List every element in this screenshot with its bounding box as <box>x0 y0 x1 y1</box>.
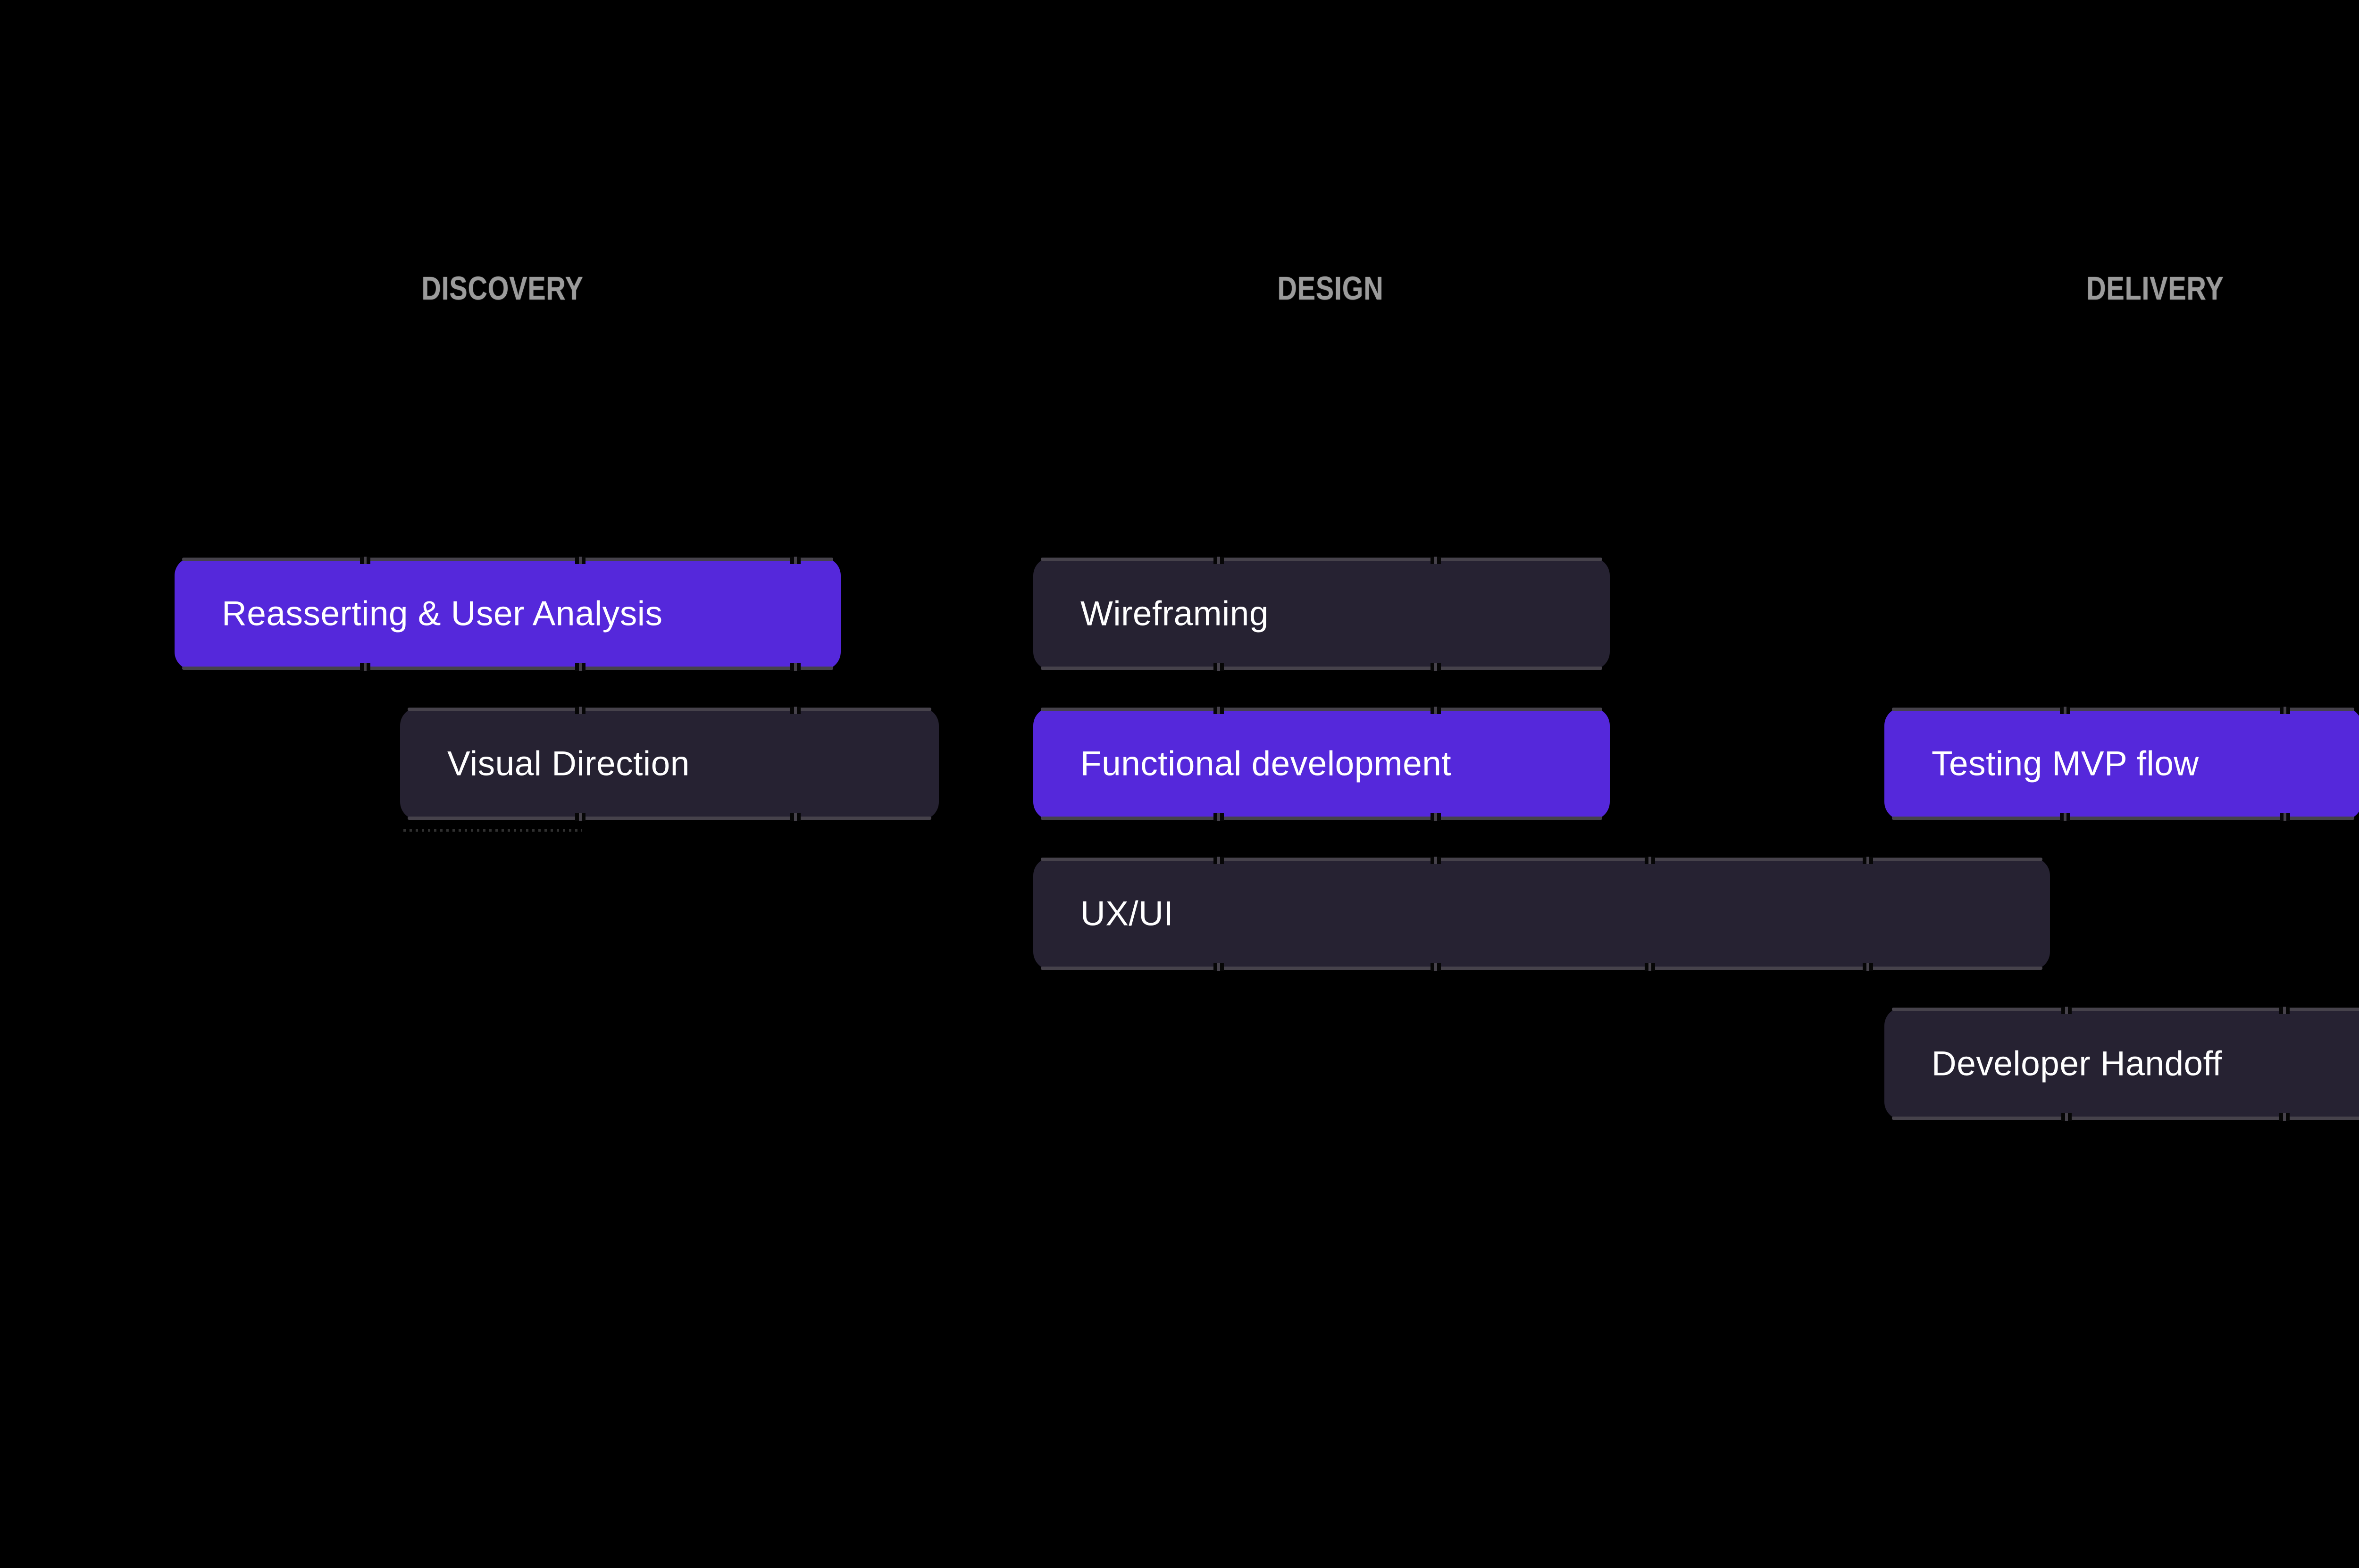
cell-boundary-notch <box>1213 813 1224 821</box>
bar-top-edge <box>408 708 931 711</box>
cell-boundary-notch <box>1863 857 1873 864</box>
task-label: Reasserting & User Analysis <box>222 594 663 633</box>
bar-bottom-edge <box>1892 1117 2359 1120</box>
bar-top-edge <box>1041 558 1602 561</box>
cell-boundary-notch <box>2060 707 2070 714</box>
cell-boundary-notch <box>2279 1113 2290 1121</box>
cell-boundary-notch <box>790 663 801 671</box>
phase-header-design: DESIGN <box>1277 270 1384 307</box>
cell-boundary-notch <box>1213 963 1224 971</box>
cell-boundary-notch <box>1430 963 1441 971</box>
cell-boundary-notch <box>1430 663 1441 671</box>
task-label: UX/UI <box>1080 894 1174 933</box>
task-bar[interactable]: Visual Direction <box>400 707 939 821</box>
task-bar[interactable]: Developer Handoff <box>1884 1007 2359 1121</box>
cell-boundary-notch <box>790 557 801 564</box>
cell-boundary-notch <box>575 663 586 671</box>
bar-bottom-edge <box>1041 667 1602 670</box>
cell-boundary-notch <box>1430 813 1441 821</box>
cell-boundary-notch <box>1213 557 1224 564</box>
bar-bottom-edge <box>1041 967 2042 970</box>
cell-boundary-notch <box>1213 707 1224 714</box>
phase-header-delivery: DELIVERY <box>2086 270 2224 307</box>
task-label: Testing MVP flow <box>1932 744 2199 783</box>
cell-boundary-notch <box>2279 1007 2290 1014</box>
cell-boundary-notch <box>575 813 586 821</box>
cell-boundary-notch <box>1430 707 1441 714</box>
cell-boundary-notch <box>790 813 801 821</box>
cell-boundary-notch <box>1645 857 1655 864</box>
phase-header-discovery: DISCOVERY <box>421 270 584 307</box>
task-label: Wireframing <box>1080 594 1269 633</box>
task-bar[interactable]: Testing MVP flow <box>1884 707 2359 821</box>
cell-boundary-notch <box>360 557 370 564</box>
cell-boundary-notch <box>2060 813 2070 821</box>
cell-boundary-notch <box>1645 963 1655 971</box>
cell-boundary-notch <box>575 707 586 714</box>
bar-top-edge <box>182 558 833 561</box>
cell-boundary-notch <box>790 707 801 714</box>
task-label: Functional development <box>1080 744 1452 783</box>
task-label: Visual Direction <box>447 744 690 783</box>
cell-boundary-notch <box>2280 707 2290 714</box>
bar-bottom-edge <box>408 817 931 820</box>
cell-boundary-notch <box>2061 1007 2072 1014</box>
cell-boundary-notch <box>360 663 370 671</box>
cell-boundary-notch <box>1213 663 1224 671</box>
task-bar[interactable]: Functional development <box>1033 707 1610 821</box>
bar-top-edge <box>1041 708 1602 711</box>
bar-bottom-edge <box>182 667 833 670</box>
task-bar[interactable]: Wireframing <box>1033 557 1610 671</box>
cell-boundary-notch <box>1863 963 1873 971</box>
cell-boundary-notch <box>1213 857 1224 864</box>
task-bar[interactable]: UX/UI <box>1033 857 2050 971</box>
cell-boundary-notch <box>2280 813 2290 821</box>
task-bar[interactable]: Reasserting & User Analysis <box>175 557 841 671</box>
cell-boundary-notch <box>1430 857 1441 864</box>
bar-bottom-edge <box>1892 817 2354 820</box>
bar-top-edge <box>1892 1008 2359 1011</box>
duration-dotted-line <box>403 829 582 832</box>
cell-boundary-notch <box>2061 1113 2072 1121</box>
bar-top-edge <box>1892 708 2354 711</box>
task-label: Developer Handoff <box>1932 1044 2222 1083</box>
bar-bottom-edge <box>1041 817 1602 820</box>
bar-top-edge <box>1041 858 2042 861</box>
cell-boundary-notch <box>575 557 586 564</box>
cell-boundary-notch <box>1430 557 1441 564</box>
